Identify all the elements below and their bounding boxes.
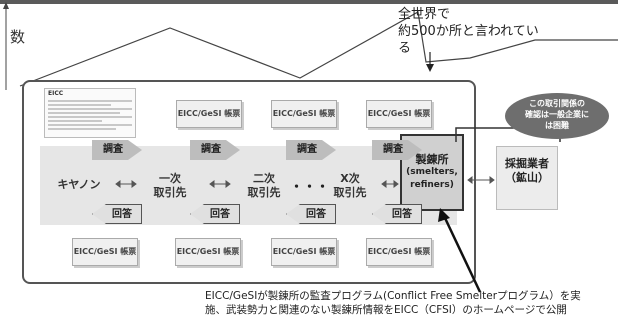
node-canon: キヤノン [57,178,101,191]
eicc-form-top-3: EICC/GeSI 帳票 [366,100,432,128]
y-axis-arrowhead [3,2,9,9]
survey-arrow-1: 調査 [92,140,142,160]
bottom-note: EICC/GeSIが製錬所の監査プログラム(Conflict Free Smel… [205,290,581,316]
triangle-outline [19,11,618,87]
callout-leader-head [426,64,434,72]
reply-arrow-3: 回答 [286,204,336,224]
bottom-note-leader-head [438,208,450,222]
eicc-form-bottom-1: EICC/GeSI 帳票 [72,238,138,266]
node-miner: 採掘業者 （鉱山） [496,146,558,210]
distribution-triangles [3,2,618,90]
survey-arrow-4: 調査 [372,140,422,160]
ellipsis-dots: ・・・ [290,180,330,195]
reply-arrow-4: 回答 [372,204,422,224]
node-tier2-supplier: 二次 取引先 [247,172,281,199]
callout-worldwide-count: 全世界で 約500か所と言われてい る [398,7,539,56]
difficulty-note: この取引関係の 確認は一般企業に は困難 [505,93,609,139]
eicc-form-top-2: EICC/GeSI 帳票 [271,100,337,128]
eicc-form-bottom-3: EICC/GeSI 帳票 [271,238,337,266]
top-bar [0,0,618,4]
survey-arrow-2: 調査 [190,140,240,160]
thumbnail-header: EICC [48,90,64,97]
eicc-form-bottom-4: EICC/GeSI 帳票 [366,238,432,266]
survey-arrow-3: 調査 [286,140,336,160]
reply-arrow-1: 回答 [92,204,142,224]
eicc-form-bottom-2: EICC/GeSI 帳票 [175,238,241,266]
node-tierx-supplier: X次 取引先 [333,172,367,199]
template-thumbnail: EICC [44,88,136,138]
y-axis-label: 数 [10,28,26,46]
smelter-title: 製錬所 [415,153,449,166]
eicc-form-top-1: EICC/GeSI 帳票 [176,100,242,128]
node-tier1-supplier: 一次 取引先 [153,172,187,199]
reply-arrow-2: 回答 [190,204,240,224]
bottom-note-leader [443,217,482,293]
smelter-subtitle: (smelters, refiners) [406,167,458,190]
